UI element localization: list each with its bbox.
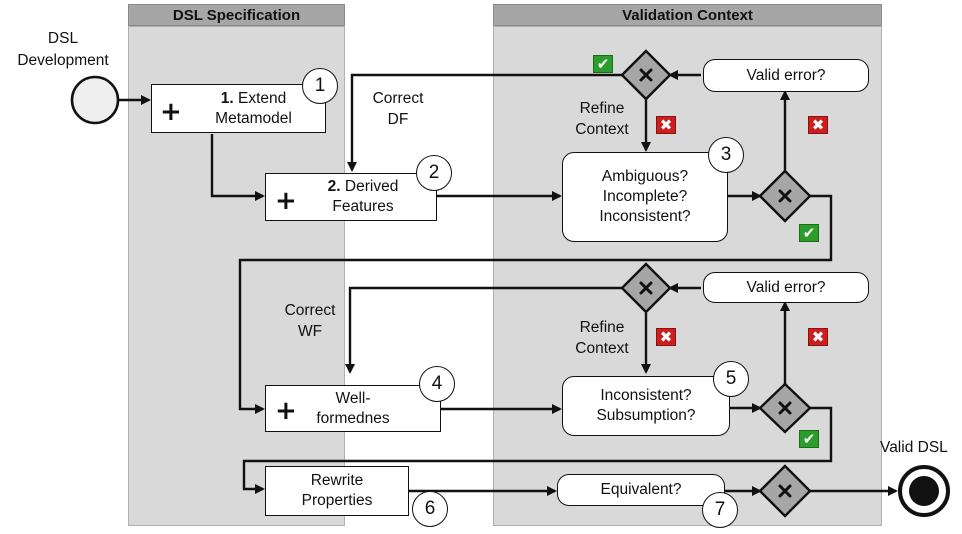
task-rewrite-properties[interactable]: Rewrite Properties [265,466,409,516]
task-subsumption-check[interactable]: Inconsistent? Subsumption? [562,376,730,436]
label-correct-wf: Correct WF [270,300,350,342]
task-3-line1: Ambiguous? [601,168,689,185]
gateway-4-x-icon [778,401,792,415]
gateway-3-x-icon [778,189,792,203]
task-2-plus-icon: + [275,186,297,216]
task-equivalence-check[interactable]: Equivalent? [557,474,725,506]
start-label: DSL Development [17,30,109,69]
task-2-line1: Derived [344,178,399,195]
task-1-number: 1. [220,89,234,107]
check-icon: ✔ [593,55,613,73]
step-5-marker: 5 [713,361,749,397]
task-5-line1: Inconsistent? [600,387,692,404]
label-correct-wf-line2: WF [297,323,323,340]
cross-icon: ✖ [656,328,676,346]
task-4-line2: formednes [316,409,390,427]
label-refine-context-2-line2: Context [575,340,629,357]
label-refine-context-2-line1: Refine [579,319,625,336]
task-extend-metamodel[interactable]: 1. Extend Metamodel [151,84,326,133]
label-correct-df: Correct DF [358,88,438,130]
task-1-line2: Metamodel [215,109,292,127]
label-correct-df-line2: DF [387,111,409,128]
task-5-line2: Subsumption? [596,407,696,424]
label-refine-context-1-line2: Context [575,121,629,138]
task-derived-features[interactable]: 2. Derived Features [265,173,437,221]
task-3-line2: Incomplete? [602,188,688,205]
lane-header-dsl-specification: DSL Specification [128,4,345,26]
label-refine-context-2: Refine Context [560,317,644,359]
task-well-formedness[interactable]: Well- formednes [265,385,441,432]
task-3-line3: Inconsistent? [599,208,691,225]
label-refine-context-1-line1: Refine [579,100,625,117]
task-6-line1: Rewrite [310,472,364,489]
step-1-marker: 1 [302,68,338,104]
cross-icon: ✖ [808,116,828,134]
step-3-marker: 3 [708,137,744,173]
end-event-core [909,476,939,506]
cross-icon: ✖ [808,328,828,346]
label-correct-df-line1: Correct [372,90,424,107]
step-2-marker: 2 [416,155,452,191]
task-2-number: 2. [327,178,341,195]
gateway-5-x-icon [778,484,792,498]
task-6-line2: Properties [301,492,373,509]
step-7-marker: 7 [702,492,738,528]
start-event [70,75,120,125]
step-6-marker: 6 [412,491,448,527]
task-ambiguity-check[interactable]: Ambiguous? Incomplete? Inconsistent? [562,152,728,242]
check-icon: ✔ [799,430,819,448]
task-2-line2: Features [332,198,394,215]
task-7-line1: Equivalent? [600,481,682,498]
label-refine-context-1: Refine Context [560,98,644,140]
task-1-plus-icon: + [160,97,182,127]
label-correct-wf-line1: Correct [284,302,336,319]
task-1-line1: Extend [237,89,287,107]
end-label: Valid DSL [880,439,948,456]
step-4-marker: 4 [419,366,455,402]
task-4-plus-icon: + [275,396,297,426]
gateway-1-x-icon [639,68,653,82]
task-valid-error-1[interactable]: Valid error? [703,59,869,92]
task-valid-error-2[interactable]: Valid error? [703,272,869,303]
gateway-2-x-icon [639,281,653,295]
valid-error-2-label: Valid error? [746,278,826,296]
valid-error-1-label: Valid error? [746,66,826,84]
lane-header-validation-context: Validation Context [493,4,882,26]
task-4-line1: Well- [335,389,371,407]
check-icon: ✔ [799,224,819,242]
cross-icon: ✖ [656,116,676,134]
